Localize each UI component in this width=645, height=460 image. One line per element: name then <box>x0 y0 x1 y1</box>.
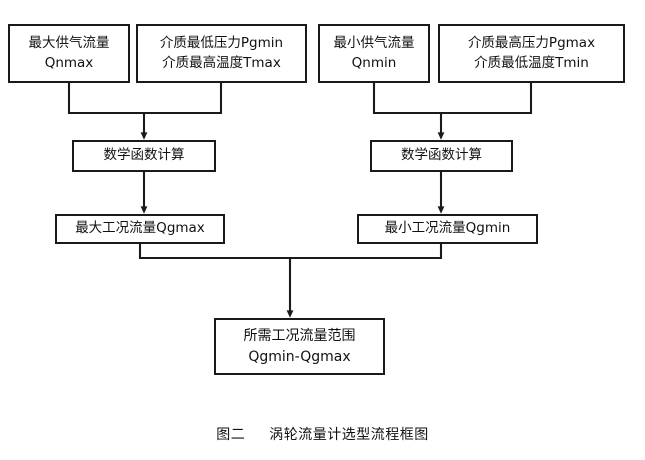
node-required-flow-range-line1: 所需工况流量范围 <box>243 328 356 345</box>
node-min-pressure-max-temp-line2: 介质最高温度Tmax <box>162 54 281 71</box>
node-min-working-flow-qgmin: 最小工况流量Qgmin <box>357 214 538 244</box>
edge-right-merge-bus <box>372 83 533 115</box>
node-max-supply-flow-line2: Qnmax <box>44 54 94 71</box>
node-min-supply-flow: 最小供气流量 Qnmin <box>318 24 430 83</box>
figure-caption-title: 涡轮流量计选型流程框图 <box>269 427 429 443</box>
node-max-working-flow-qgmax: 最大工况流量Qgmax <box>55 214 225 244</box>
node-math-function-calc-right: 数学函数计算 <box>370 140 513 172</box>
node-required-flow-range-line2: Qgmin-Qgmax <box>248 348 351 365</box>
node-math-function-calc-left: 数学函数计算 <box>72 140 216 172</box>
node-min-supply-flow-line2: Qnmin <box>351 54 397 71</box>
edge-left-merge-bus <box>67 83 223 115</box>
node-min-supply-flow-line1: 最小供气流量 <box>333 34 415 51</box>
node-max-pressure-min-temp-line2: 介质最低温度Tmin <box>474 54 589 71</box>
figure-caption: 图二 涡轮流量计选型流程框图 <box>0 424 645 444</box>
node-max-supply-flow-line1: 最大供气流量 <box>28 34 110 51</box>
node-max-working-flow-qgmax-label: 最大工况流量Qgmax <box>75 220 205 237</box>
node-math-function-calc-left-label: 数学函数计算 <box>103 147 185 164</box>
node-min-pressure-max-temp-line1: 介质最低压力Pgmin <box>159 34 284 51</box>
node-min-pressure-max-temp: 介质最低压力Pgmin 介质最高温度Tmax <box>136 24 307 83</box>
node-min-working-flow-qgmin-label: 最小工况流量Qgmin <box>384 220 511 237</box>
node-max-pressure-min-temp-line1: 介质最高压力Pgmax <box>467 34 596 51</box>
node-max-pressure-min-temp: 介质最高压力Pgmax 介质最低温度Tmin <box>438 24 625 83</box>
node-math-function-calc-right-label: 数学函数计算 <box>401 147 482 164</box>
node-required-flow-range: 所需工况流量范围 Qgmin-Qgmax <box>214 318 385 375</box>
node-max-supply-flow: 最大供气流量 Qnmax <box>8 24 130 83</box>
edge-bottom-merge-bus <box>138 244 443 260</box>
figure-caption-label: 图二 <box>216 427 246 443</box>
